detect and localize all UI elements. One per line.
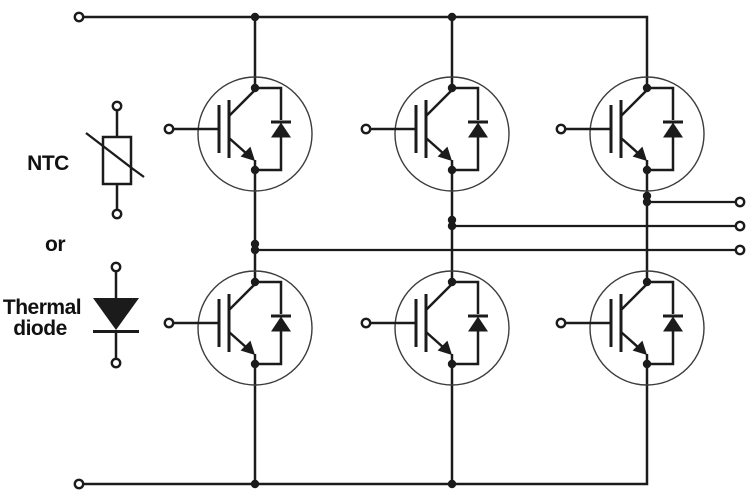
igbt-module-bottom-left [163,269,314,387]
thermal-diode-symbol [93,261,139,369]
or-label: or [45,233,65,256]
junction-dot [642,191,652,201]
phase-output-terminal-icon [734,244,746,256]
junction-dot [250,239,260,249]
junction-dot [447,215,457,225]
junction-dot [447,221,457,231]
thermal-diode-label-line2: diode [13,317,67,340]
thermal-diode-triangle-icon [93,298,139,330]
junction-dot [642,197,652,207]
igbt-module-top-middle [360,75,511,193]
sensor-terminal-icon [110,261,122,273]
phase-output-terminal-icon [734,220,746,232]
ntc-label: NTC [27,152,69,175]
sensor-terminal-icon [111,208,123,220]
igbt-module-top-left [163,75,314,193]
ntc-thermistor-symbol [85,100,145,220]
junction-dot [250,245,260,255]
igbt-module-bottom-middle [360,269,511,387]
sensor-terminal-icon [110,357,122,369]
thermal-diode-label-line1: Thermal [3,296,81,319]
ntc-strike-line [85,132,145,178]
igbt-module-top-right [555,75,706,193]
top-dc-terminal-icon [73,11,85,23]
sensor-terminal-icon [111,100,123,112]
bottom-dc-terminal-icon [73,478,85,490]
top-rail [83,15,649,88]
igbt-module-bottom-right [555,269,706,387]
bottom-rail [83,364,649,486]
ntc-body-rect [101,135,133,186]
phase-output-terminal-icon [734,196,746,208]
